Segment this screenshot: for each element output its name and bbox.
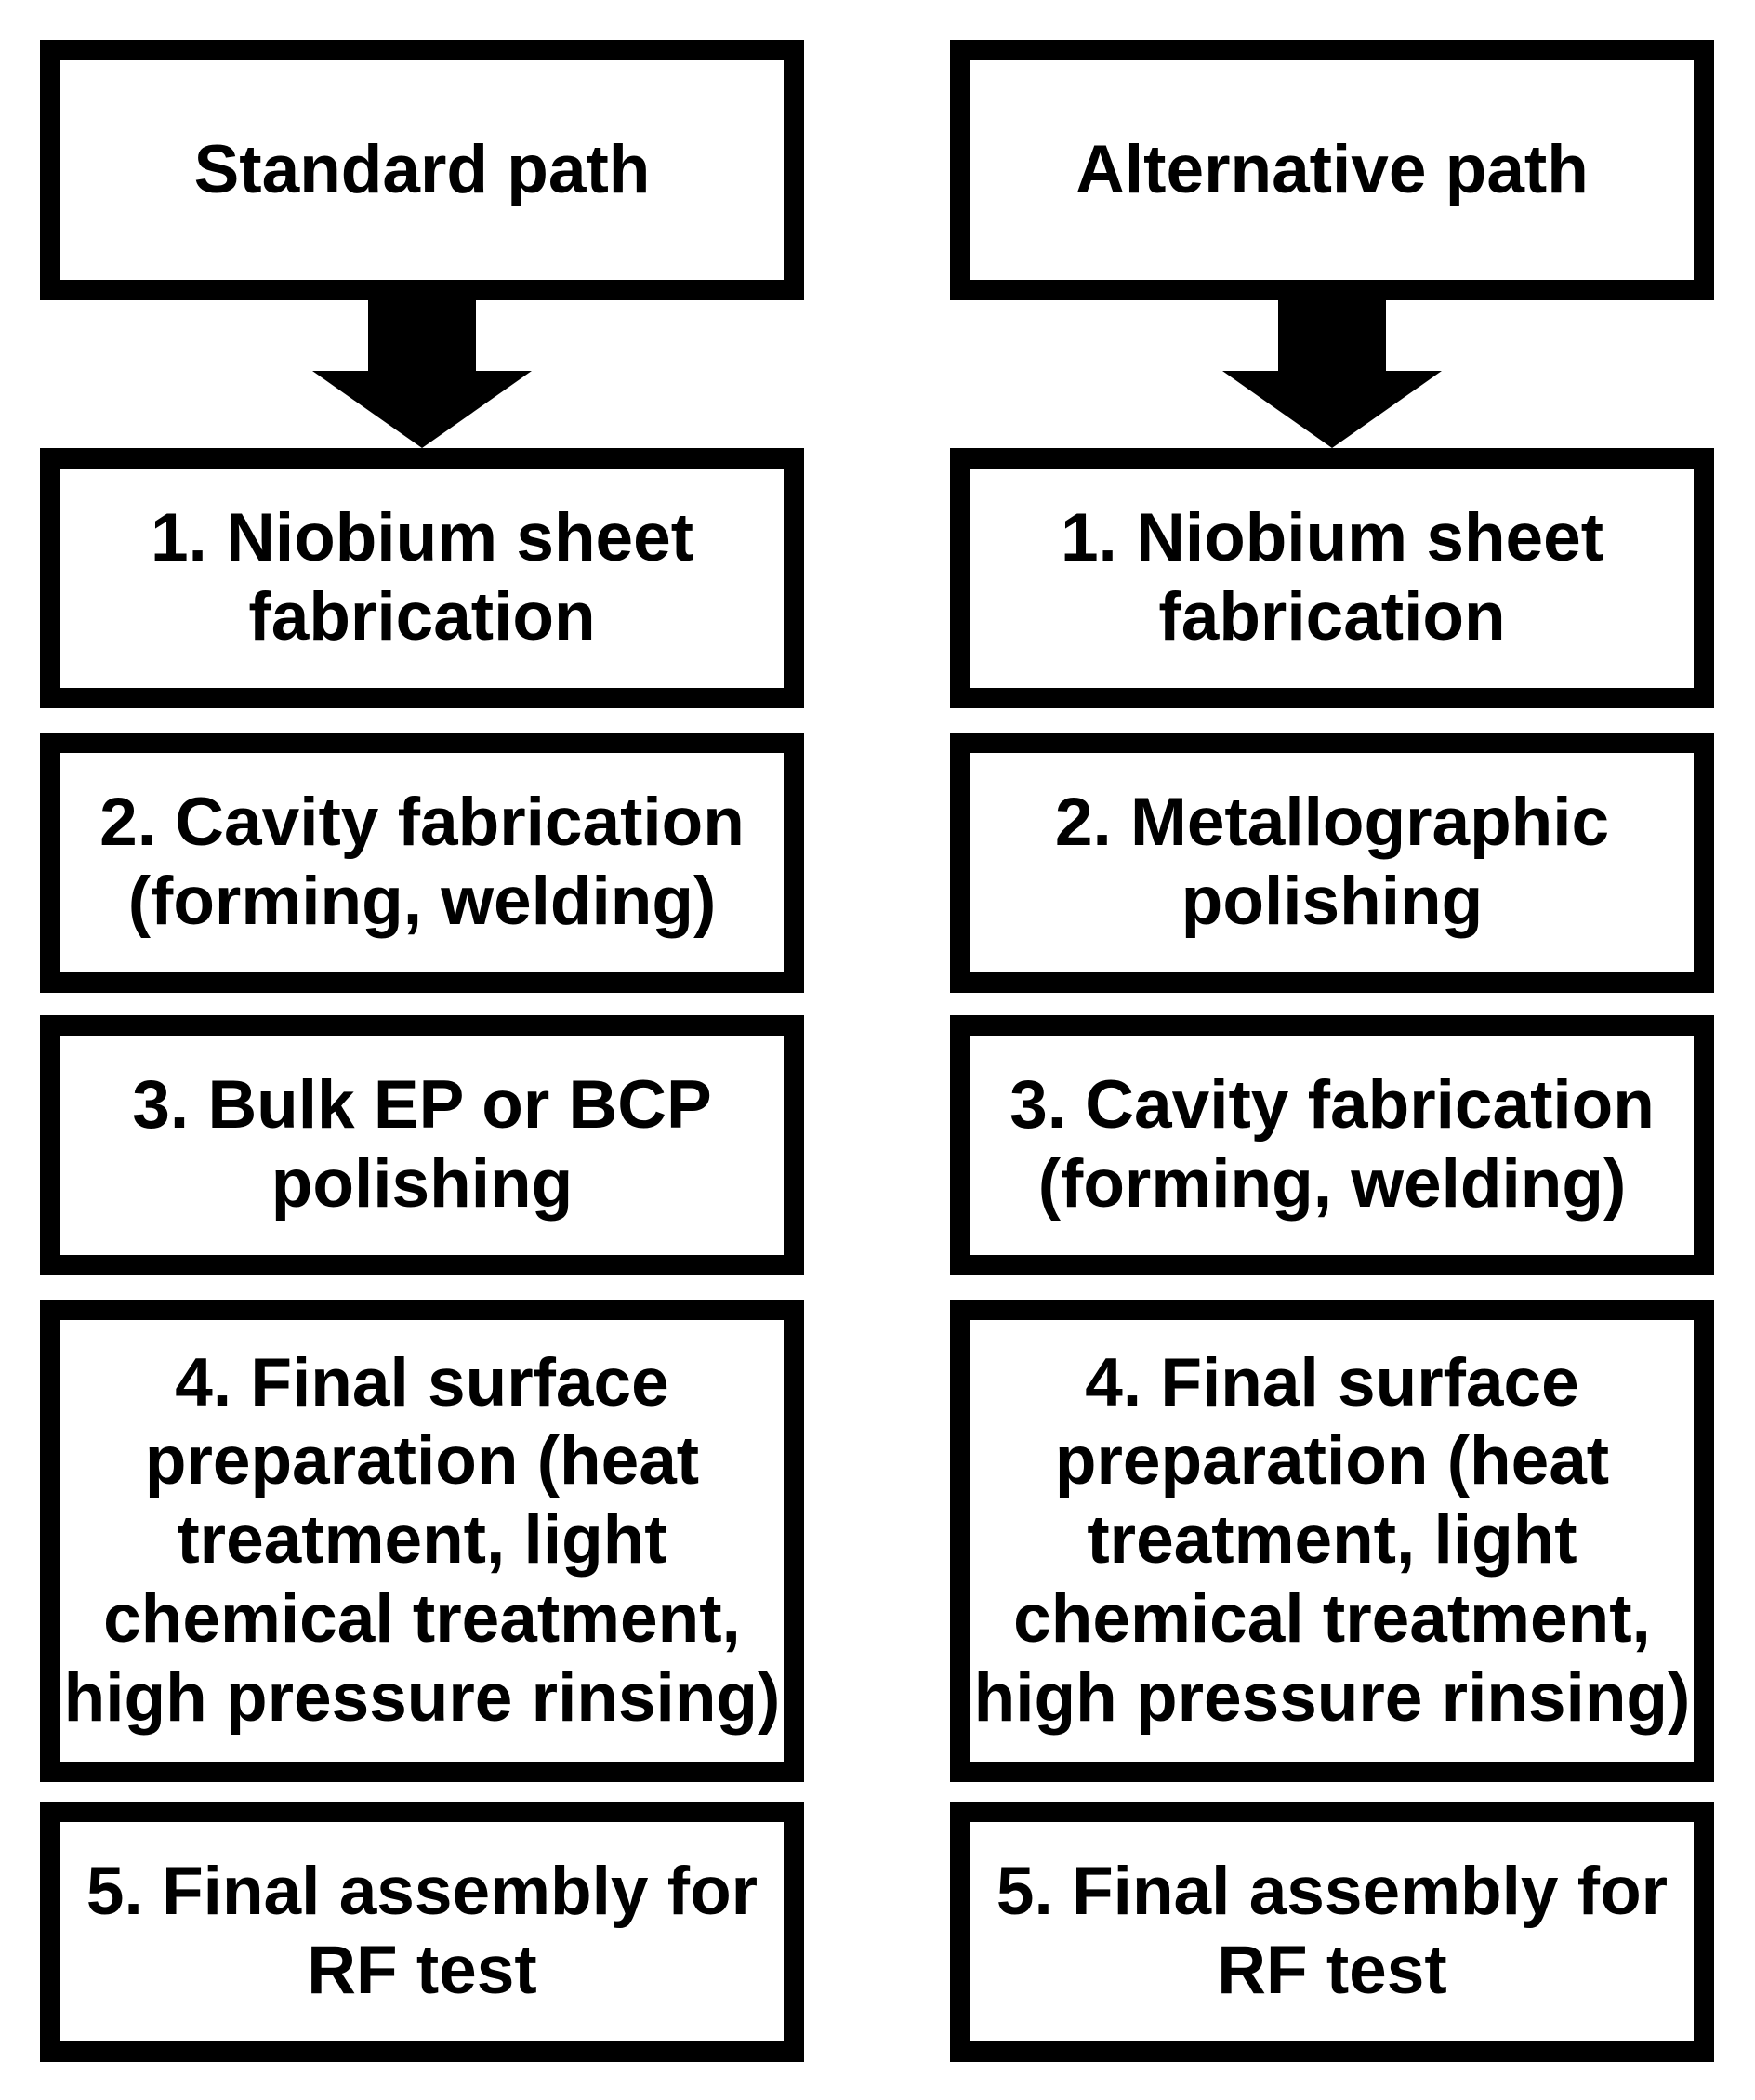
header-box-alternative: Alternative path: [950, 40, 1714, 300]
alternative-path-column: Alternative path 1. Niobium sheet fabric…: [950, 0, 1714, 2062]
step-label-standard-4: 4. Final surface preparation (heat treat…: [63, 1344, 781, 1736]
step-label-alternative-1: 1. Niobium sheet fabrication: [1060, 500, 1604, 654]
header-label-alternative: Alternative path: [1075, 131, 1589, 207]
step-box-alternative-5: 5. Final assembly for RF test: [950, 1802, 1714, 2062]
standard-path-column: Standard path 1. Niobium sheet fabricati…: [40, 0, 804, 2062]
step-label-standard-2: 2. Cavity fabrication (forming, welding): [99, 785, 745, 939]
arrow-wrap-standard: [40, 300, 804, 448]
step-box-alternative-3: 3. Cavity fabrication (forming, welding): [950, 1015, 1714, 1275]
step-label-alternative-4: 4. Final surface preparation (heat treat…: [973, 1344, 1691, 1736]
header-label-standard: Standard path: [193, 131, 651, 207]
step-box-standard-3: 3. Bulk EP or BCP polishing: [40, 1015, 804, 1275]
step-box-alternative-4: 4. Final surface preparation (heat treat…: [950, 1300, 1714, 1782]
step-label-standard-1: 1. Niobium sheet fabrication: [150, 500, 694, 654]
step-label-standard-3: 3. Bulk EP or BCP polishing: [132, 1067, 712, 1222]
down-arrow-icon: [312, 300, 532, 448]
step-box-alternative-1: 1. Niobium sheet fabrication: [950, 448, 1714, 708]
step-label-alternative-3: 3. Cavity fabrication (forming, welding): [1009, 1067, 1655, 1222]
step-label-standard-5: 5. Final assembly for RF test: [86, 1854, 759, 2008]
step-box-standard-2: 2. Cavity fabrication (forming, welding): [40, 733, 804, 993]
down-arrow-icon: [1222, 300, 1442, 448]
step-box-standard-1: 1. Niobium sheet fabrication: [40, 448, 804, 708]
header-box-standard: Standard path: [40, 40, 804, 300]
arrow-wrap-alternative: [950, 300, 1714, 448]
step-label-alternative-5: 5. Final assembly for RF test: [996, 1854, 1669, 2008]
step-box-alternative-2: 2. Metallographic polishing: [950, 733, 1714, 993]
step-label-alternative-2: 2. Metallographic polishing: [1054, 785, 1610, 939]
step-box-standard-4: 4. Final surface preparation (heat treat…: [40, 1300, 804, 1782]
step-box-standard-5: 5. Final assembly for RF test: [40, 1802, 804, 2062]
